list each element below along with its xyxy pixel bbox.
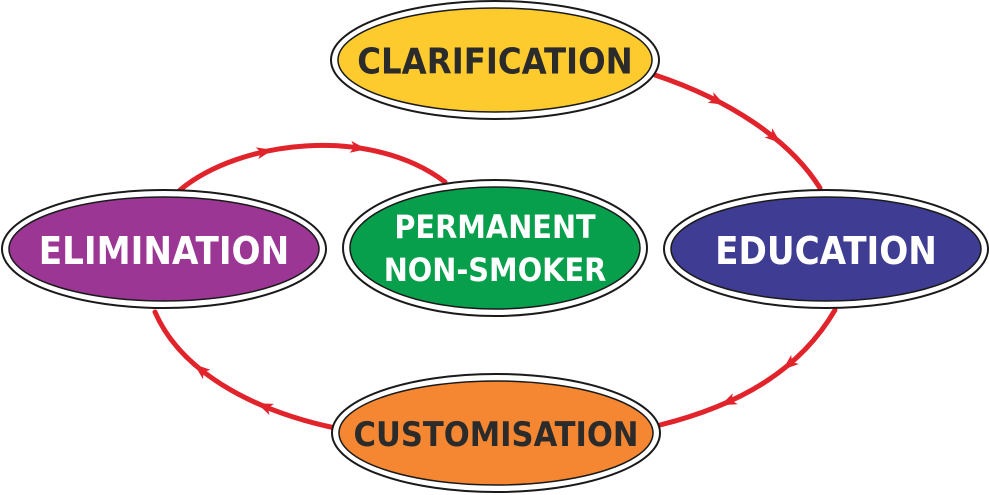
education-ellipse xyxy=(670,196,982,302)
node-clarification: CLARIFICATION xyxy=(330,0,660,120)
customisation-label: CUSTOMISATION xyxy=(354,415,639,455)
arrowhead xyxy=(256,403,275,416)
node-education: EDUCATION xyxy=(663,189,989,309)
elimination-label: ELIMINATION xyxy=(39,229,289,273)
arrowhead xyxy=(764,128,781,143)
cycle-arrows xyxy=(152,72,838,431)
node-center: PERMANENT NON-SMOKER xyxy=(342,179,648,317)
arrowhead xyxy=(707,92,725,105)
arrowhead xyxy=(194,364,211,380)
node-elimination: ELIMINATION xyxy=(1,189,327,309)
arrowhead xyxy=(720,393,738,406)
center-ellipse xyxy=(349,186,641,310)
arrowhead xyxy=(349,140,367,153)
elimination-ellipse xyxy=(8,196,320,302)
arrow-customisation-to-elimination xyxy=(152,309,338,431)
arrow-education-to-customisation xyxy=(657,307,838,428)
arrowhead xyxy=(782,354,799,370)
education-label: EDUCATION xyxy=(715,229,937,273)
arrowhead xyxy=(255,147,273,160)
clarification-ellipse xyxy=(337,7,653,113)
arrow-clarification-to-education xyxy=(652,72,823,191)
center-label-line1: PERMANENT xyxy=(394,208,596,246)
node-customisation: CUSTOMISATION xyxy=(331,373,661,493)
customisation-ellipse xyxy=(338,380,654,486)
clarification-label: CLARIFICATION xyxy=(357,42,632,83)
arrow-elimination-to-center xyxy=(177,142,448,193)
center-label-line2: NON-SMOKER xyxy=(384,251,607,289)
